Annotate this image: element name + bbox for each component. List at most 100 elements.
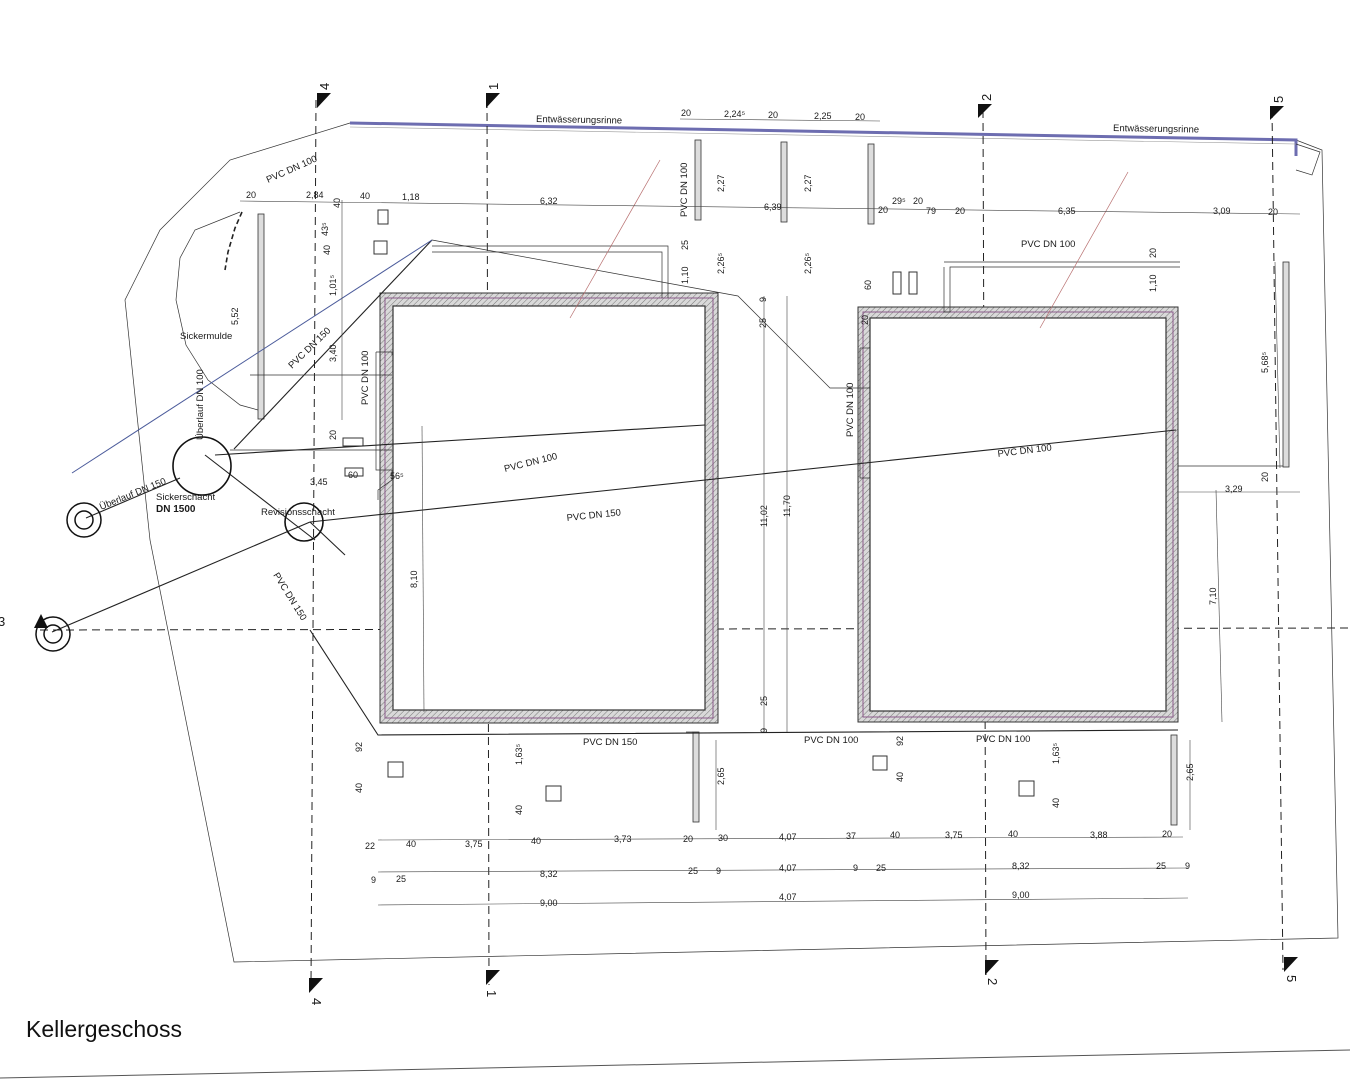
axis-label-2-top: 2 (979, 94, 994, 101)
dim-text: 2,25 (814, 111, 832, 121)
dim-text: 1,10 (1148, 274, 1158, 292)
dim-text: 20 (246, 190, 256, 200)
dim-text: 20 (860, 315, 870, 325)
dim-text: 9,00 (1012, 890, 1030, 900)
dim-text: 20 (1162, 829, 1172, 839)
label-pvc100-b: PVC DN 100 (679, 163, 690, 217)
dim-text: 40 (890, 830, 900, 840)
dim-text: 2,27 (716, 174, 726, 192)
drainage-channel-inner (349, 126, 1297, 145)
dim-text: 2,65 (716, 767, 726, 785)
dim-text: 25 (396, 874, 406, 884)
axis-marker-2-bottom (985, 960, 999, 975)
dim-text: 22 (365, 841, 375, 851)
dim-text: 7,10 (1208, 587, 1218, 605)
axis-label-1-bottom: 1 (484, 990, 499, 997)
dim-text: 2,26⁵ (803, 252, 813, 274)
label-ueberlauf-dn100: Überlauf DN 100 (195, 369, 206, 440)
label-revisionsschacht: Revisionsschacht (261, 507, 335, 518)
label-sickerschacht-dn: DN 1500 (156, 504, 196, 515)
dim-text: 6,39 (764, 202, 782, 212)
axis-marker-1-bottom (486, 970, 500, 985)
label-pvc100-i: PVC DN 100 (976, 734, 1030, 745)
dim-text: 11,70 (782, 495, 792, 517)
dim-text: 3,40 (328, 344, 338, 362)
dim-text: 40 (1008, 829, 1018, 839)
dim-text: 9 (758, 297, 768, 302)
dim-text: 43⁵ (320, 222, 330, 236)
dim-text: 3,75 (465, 839, 483, 849)
dim-text: 9,00 (540, 898, 558, 908)
dim-text: 25 (758, 318, 768, 328)
dim-text: 9 (1185, 861, 1190, 871)
dim-text: 1,63⁵ (514, 743, 524, 765)
dim-text: 3,88 (1090, 830, 1108, 840)
dim-text: 9 (371, 875, 376, 885)
dim-text: 8,32 (1012, 861, 1030, 871)
dim-text: 3,09 (1213, 206, 1231, 216)
pipes (51, 239, 1179, 736)
axis-line-4 (310, 99, 317, 986)
dim-text: 92 (354, 742, 364, 752)
dim-text: 9 (716, 866, 721, 876)
axis-marker-4-bottom (309, 978, 323, 993)
dim-text: 29⁵ (892, 196, 906, 206)
dim-text: 1,01⁵ (328, 274, 338, 296)
dim-text: 20 (955, 206, 965, 216)
dim-text: 1,63⁵ (1051, 742, 1061, 764)
dim-text: 2,65 (1185, 763, 1195, 781)
dim-text: 11,02 (759, 505, 769, 527)
dim-text: 25 (876, 863, 886, 873)
axis-label-1-top: 1 (486, 83, 501, 90)
dim-text: 40 (354, 783, 364, 793)
dim-text: 20 (328, 430, 338, 440)
dim-text: 25 (759, 696, 769, 706)
axis-marker-5-bottom (1284, 957, 1298, 972)
dim-text: 1,10 (680, 266, 690, 284)
dim-text: 20 (683, 834, 693, 844)
dim-text: 2,24⁵ (724, 109, 746, 119)
revisionsschacht-circle (284, 502, 324, 542)
dim-text: 9 (759, 728, 769, 733)
axis-marker-2-top (978, 104, 992, 118)
dim-text: 40 (332, 198, 342, 208)
dim-text: 20 (1148, 248, 1158, 258)
dim-text: 92 (895, 736, 905, 746)
shaft-3-inner (43, 624, 63, 644)
label-rinne-right: Entwässerungsrinne (1113, 123, 1199, 136)
label-pvc100-h: PVC DN 100 (804, 735, 858, 746)
sheet-bottom-rule (0, 1049, 1350, 1079)
dim-text: 40 (514, 805, 524, 815)
axis-label-3: 3 (0, 614, 5, 629)
dim-text: 20 (913, 196, 923, 206)
axis-marker-5-top (1270, 106, 1284, 120)
dim-text: 25 (1156, 861, 1166, 871)
label-pvc150-c: PVC DN 150 (270, 571, 308, 623)
dim-text: 5,52 (230, 307, 240, 325)
basement-left-outline (384, 297, 714, 719)
dim-text: 3,75 (945, 830, 963, 840)
axis-marker-1-top (486, 93, 500, 108)
axis-label-2-bottom: 2 (985, 978, 1000, 985)
ueberlauf-shaft-inner (74, 510, 94, 530)
ref-line-1 (569, 159, 661, 319)
label-rinne-left: Entwässerungsrinne (536, 114, 622, 127)
shaft-3-outer (35, 616, 71, 652)
dim-text: 79 (926, 206, 936, 216)
dim-text: 3,73 (614, 834, 632, 844)
axis-label-4-bottom: 4 (309, 998, 324, 1005)
axis-label-5-top: 5 (1271, 96, 1286, 103)
ref-line-2 (1039, 171, 1129, 329)
dim-text: 3,45 (310, 477, 328, 487)
label-pvc150-a: PVC DN 150 (286, 325, 333, 371)
dim-text: 20 (855, 112, 865, 122)
dim-text: 20 (1268, 207, 1278, 217)
dim-text: 2,84 (306, 190, 324, 200)
sickerschacht-circle (172, 436, 232, 496)
label-pvc100-a: PVC DN 100 (265, 154, 319, 186)
dim-text: 40 (406, 839, 416, 849)
dim-text: 25 (688, 866, 698, 876)
label-sickerschacht: Sickerschacht (156, 492, 215, 503)
dim-text: 1,18 (402, 192, 420, 202)
